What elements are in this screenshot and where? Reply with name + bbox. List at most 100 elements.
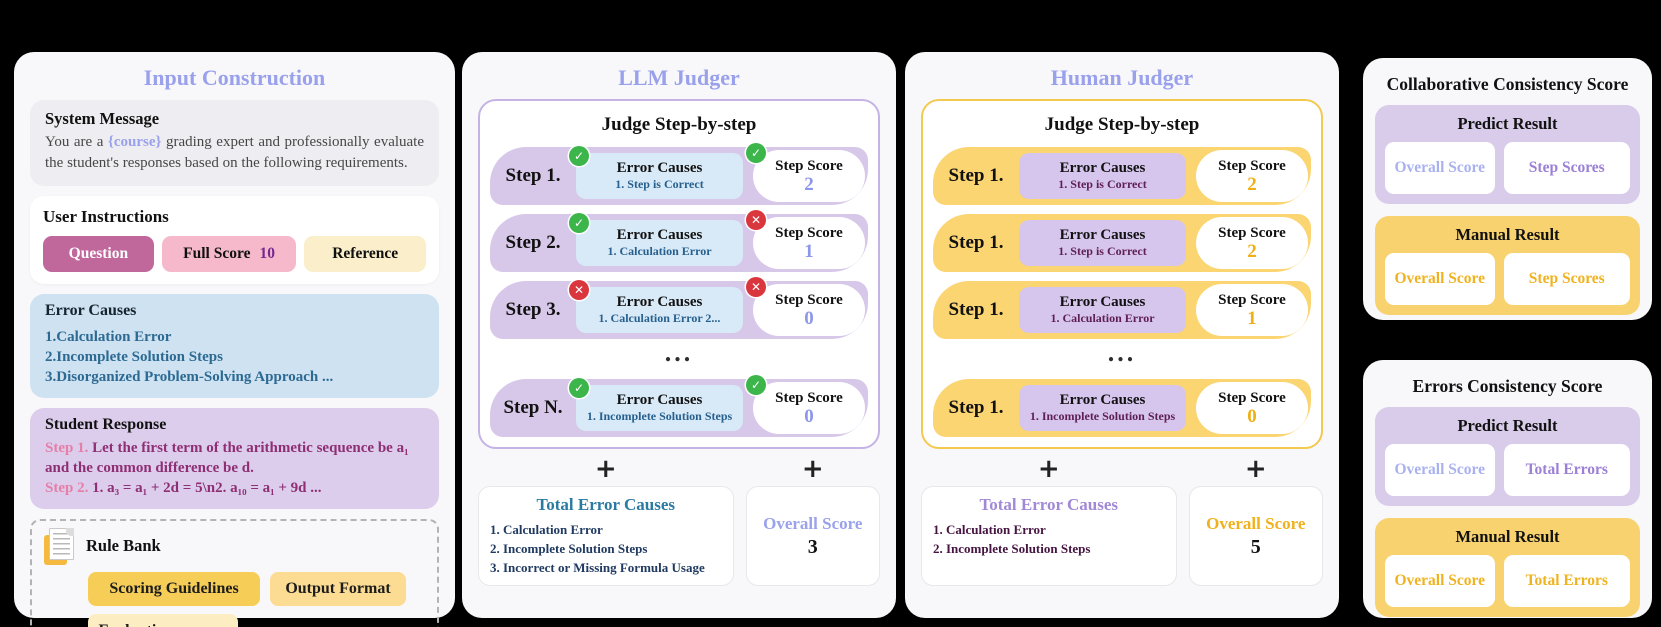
scoring-guidelines-button: Scoring Guidelines <box>88 571 260 606</box>
error-cause-value: 1. Calculation Error <box>607 244 712 259</box>
error-cause-value: 1. Step is Correct <box>1058 244 1147 259</box>
llm-judger-title: LLM Judger <box>618 65 740 90</box>
error-cause-value: 1. Step is Correct <box>1058 177 1147 192</box>
step-score-label: Step Score <box>1218 157 1286 174</box>
error-cause-value: 1. Step is Correct <box>615 177 704 192</box>
manual-result-section: Manual Result Overall Score Total Errors <box>1375 518 1640 618</box>
overall-score-value: 3 <box>807 535 818 558</box>
full-score-label: Full Score <box>183 244 251 262</box>
document-icon-lines <box>53 532 70 555</box>
total-errors-card: Total Errors <box>1503 555 1630 608</box>
step1-text: Let the first term of the arithmetic seq… <box>45 439 409 477</box>
human-step-row: Step 1. Error Causes 1. Step is Correct … <box>933 147 1311 205</box>
step-error-causes: ✓ Error Causes 1. Calculation Error <box>569 213 743 266</box>
step-score-value: 2 <box>1247 240 1257 262</box>
llm-total-column: + Total Error Causes 1. Calculation Erro… <box>478 455 734 586</box>
manual-result-cards: Overall Score Total Errors <box>1385 555 1630 608</box>
total-error-item: 1. Calculation Error <box>933 522 1046 537</box>
step-score-label: Step Score <box>775 224 843 241</box>
ellipsis: ... <box>664 338 694 367</box>
rule-bank-heading: Rule Bank <box>86 536 161 556</box>
step-label: Step 1. <box>948 165 1004 186</box>
step-scores-card: Step Scores <box>1503 253 1630 306</box>
step-label: Step 1. <box>948 232 1004 253</box>
step-error-causes: ✓ Error Causes 1. Step is Correct <box>569 146 743 199</box>
step-label: Step 1. <box>948 397 1004 418</box>
errors-consistency-panel: Errors Consistency Score Predict Result … <box>1363 360 1652 618</box>
human-step-row: Step 1. Error Causes 1. Incomplete Solut… <box>933 379 1311 437</box>
reference-pill: Reference <box>304 235 426 272</box>
cross-icon: ✕ <box>746 210 766 230</box>
rule-bank-box: Rule Bank Scoring Guidelines Output Form… <box>30 518 439 627</box>
step-score-value: 0 <box>1247 405 1257 427</box>
manual-result-heading: Manual Result <box>1455 225 1560 245</box>
step-label: Step 2. <box>505 232 561 253</box>
step-score-value: 2 <box>804 173 814 195</box>
check-icon: ✓ <box>569 213 589 233</box>
step-score-pill: Step Score 2 <box>1196 217 1308 269</box>
document-icon <box>44 527 74 565</box>
error-causes-box: Error Causes 1.Calculation Error 2.Incom… <box>30 293 439 398</box>
overall-score-card: Overall Score <box>1385 253 1495 306</box>
output-format-button: Output Format <box>270 571 406 606</box>
llm-judger-panel: LLM Judger Judge Step-by-step Step 1. ✓ … <box>462 52 896 618</box>
check-icon: ✓ <box>569 146 589 166</box>
predict-result-cards: Overall Score Total Errors <box>1385 444 1630 497</box>
manual-result-section: Manual Result Overall Score Step Scores <box>1375 216 1640 316</box>
full-score-value: 10 <box>259 244 275 262</box>
manual-result-cards: Overall Score Step Scores <box>1385 253 1630 306</box>
step-score-pill: Step Score 0 <box>1196 382 1308 434</box>
error-cause-item: 3.Disorganized Problem-Solving Approach … <box>45 369 334 386</box>
step-error-causes: ✓ Error Causes 1. Incomplete Solution St… <box>569 378 743 431</box>
error-causes-label: Error Causes <box>1059 294 1146 311</box>
full-score-pill: Full Score 10 <box>161 235 297 272</box>
predict-result-heading: Predict Result <box>1457 114 1558 134</box>
step-score-label: Step Score <box>1218 224 1286 241</box>
errors-consistency-title: Errors Consistency Score <box>1412 376 1603 396</box>
user-instructions-heading: User Instructions <box>43 206 169 226</box>
human-total-error-causes-box: Total Error Causes 1. Calculation Error … <box>921 486 1177 586</box>
rule-bank-header: Rule Bank <box>44 527 425 565</box>
total-error-item: 1. Calculation Error <box>490 522 603 537</box>
llm-step-row: Step 3. ✕ Error Causes 1. Calculation Er… <box>490 277 868 339</box>
llm-total-error-causes-box: Total Error Causes 1. Calculation Error … <box>478 486 734 586</box>
llm-summary-area: + Total Error Causes 1. Calculation Erro… <box>478 455 880 586</box>
step-score-pill: ✓ Step Score 0 <box>746 375 865 434</box>
step-score-label: Step Score <box>775 291 843 308</box>
cross-icon: ✕ <box>569 280 589 300</box>
document-icon-fold <box>66 527 74 536</box>
predict-result-cards: Overall Score Step Scores <box>1385 142 1630 195</box>
system-message-heading: System Message <box>45 109 160 128</box>
course-variable: {course} <box>107 134 162 150</box>
step-error-causes: Error Causes 1. Step is Correct <box>1019 220 1186 266</box>
step-score-label: Step Score <box>775 157 843 174</box>
input-construction-panel: Input Construction System Message You ar… <box>14 52 455 627</box>
llm-step-row: Step N. ✓ Error Causes 1. Incomplete Sol… <box>490 375 868 437</box>
predict-result-heading: Predict Result <box>1457 416 1558 436</box>
human-overall-score-box: Overall Score 5 <box>1188 486 1323 586</box>
overall-score-heading: Overall Score <box>763 513 863 533</box>
total-error-item: 2. Incomplete Solution Steps <box>933 540 1091 556</box>
step-score-value: 0 <box>804 405 814 427</box>
system-message-pre: You are a <box>45 134 108 150</box>
step-error-causes: Error Causes 1. Incomplete Solution Step… <box>1019 385 1186 431</box>
step2-label: Step 2. <box>45 480 89 497</box>
rule-bank-row: Evaluation process <box>88 613 425 627</box>
step-error-causes: ✕ Error Causes 1. Calculation Error 2... <box>569 280 743 333</box>
error-cause-value: 1. Incomplete Solution Steps <box>1029 409 1176 424</box>
step-score-pill: ✓ Step Score 2 <box>746 143 865 202</box>
total-error-item: 3. Incorrect or Missing Formula Usage <box>490 559 705 575</box>
human-step-row: Step 1. Error Causes 1. Calculation Erro… <box>933 281 1311 339</box>
error-causes-label: Error Causes <box>1059 392 1146 409</box>
student-response-step2: Step 2. 1. a₃ = a₁ + 2d = 5\n2. a₁₀ = a₁… <box>45 478 424 498</box>
human-judge-step-box: Judge Step-by-step Step 1. Error Causes … <box>921 99 1323 449</box>
human-judger-title: Human Judger <box>1050 65 1194 90</box>
plus-sign: + <box>801 454 824 484</box>
human-total-column: + Total Error Causes 1. Calculation Erro… <box>921 455 1177 586</box>
step-score-value: 1 <box>1247 307 1257 329</box>
step-score-pill: ✕ Step Score 0 <box>746 277 865 336</box>
check-icon: ✓ <box>569 378 589 398</box>
error-cause-item: 1.Calculation Error <box>45 328 172 345</box>
step-score-label: Step Score <box>1218 389 1286 406</box>
